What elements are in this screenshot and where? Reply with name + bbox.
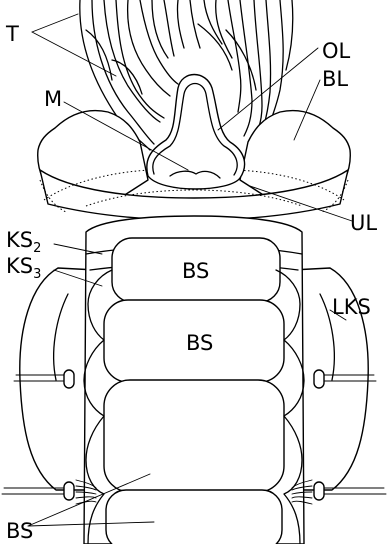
label-bs-top: BS [182,259,209,283]
label-bs-bottom: BS [6,519,33,543]
label-bl: BL [322,67,348,91]
label-ks3: KS3 [6,254,41,282]
label-m: M [44,87,62,111]
label-ks3-base: KS [6,254,33,278]
segment-bs-4 [106,490,282,544]
segment-bs-3 [104,380,284,492]
label-lks: LKS [332,295,371,319]
label-ol: OL [322,39,351,63]
label-ks2: KS2 [6,228,41,256]
label-ks2-sub: 2 [33,241,41,256]
label-bs-mid: BS [186,331,213,355]
oral-lobe [147,75,245,190]
label-ks3-sub: 3 [33,267,41,282]
label-t: T [5,22,19,46]
label-ks2-base: KS [6,228,33,252]
label-ul: UL [350,211,377,235]
